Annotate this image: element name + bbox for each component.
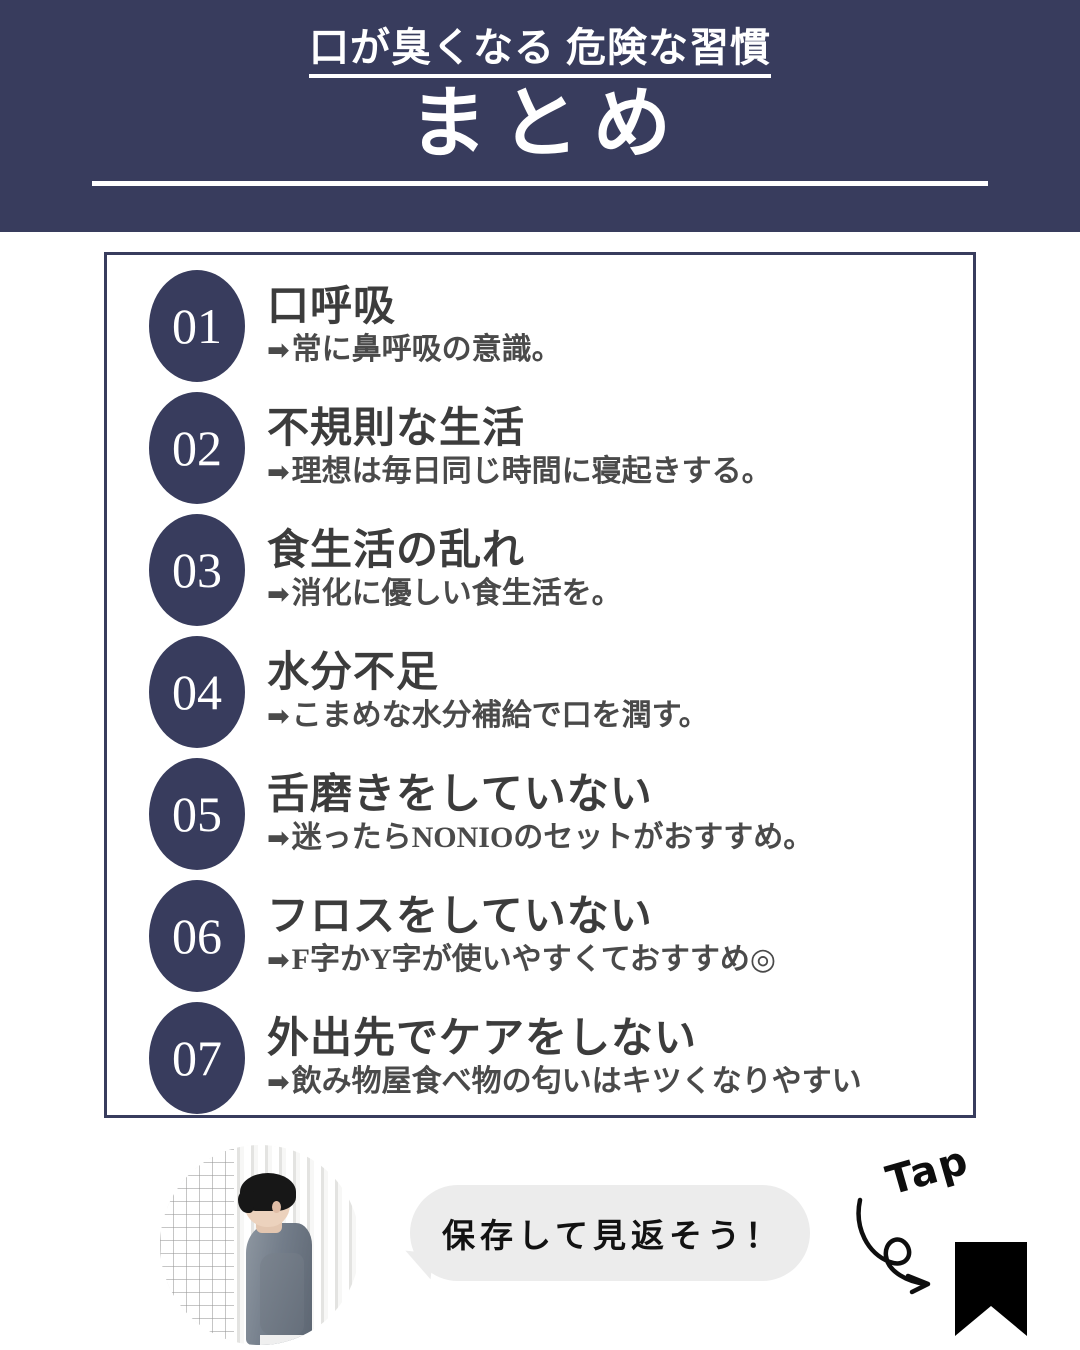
list-item: 01 口呼吸 ➡常に鼻呼吸の意識。 — [107, 265, 973, 387]
avatar-background-mesh — [160, 1145, 234, 1345]
item-title: 外出先でケアをしない — [267, 1016, 698, 1063]
item-title: 不規則な生活 — [267, 406, 526, 453]
habits-list-box: 01 口呼吸 ➡常に鼻呼吸の意識。 02 不規則な生活 ➡理想は毎日同じ時間に寝… — [104, 252, 976, 1118]
list-item: 02 不規則な生活 ➡理想は毎日同じ時間に寝起きする。 — [107, 387, 973, 509]
header-kicker-text: 口が臭くなる 危険な習慣 — [309, 25, 771, 78]
item-subtitle: ➡迷ったらNONIOのセットがおすすめ。 — [267, 821, 963, 856]
item-subtitle-text: F字かY字が使いやすくておすすめ◎ — [291, 943, 776, 977]
list-item: 05 舌磨きをしていない ➡迷ったらNONIOのセットがおすすめ。 — [107, 753, 973, 875]
header-divider — [92, 181, 988, 186]
avatar-legs — [260, 1335, 304, 1345]
item-number-badge: 07 — [149, 1002, 245, 1114]
item-subtitle-text: 飲み物屋食べ物の匂いはキツくなりやすい — [291, 1065, 862, 1099]
arrow-right-icon: ➡ — [267, 945, 290, 977]
item-number-badge: 02 — [149, 392, 245, 504]
avatar-arm — [260, 1253, 304, 1335]
item-title: 口呼吸 — [267, 284, 397, 331]
list-item: 04 水分不足 ➡こまめな水分補給で口を潤す。 — [107, 631, 973, 753]
item-subtitle-text: 消化に優しい食生活を。 — [291, 577, 622, 611]
page-title: まとめ — [408, 79, 685, 169]
arrow-right-icon: ➡ — [267, 1067, 290, 1099]
avatar — [160, 1145, 360, 1345]
item-subtitle: ➡F字かY字が使いやすくておすすめ◎ — [267, 943, 963, 978]
item-subtitle: ➡常に鼻呼吸の意識。 — [267, 333, 963, 368]
arrow-right-icon: ➡ — [267, 579, 290, 611]
item-number-badge: 06 — [149, 880, 245, 992]
item-title: 舌磨きをしていない — [267, 772, 653, 819]
list-item: 03 食生活の乱れ ➡消化に優しい食生活を。 — [107, 509, 973, 631]
item-text-group: 不規則な生活 ➡理想は毎日同じ時間に寝起きする。 — [267, 406, 963, 490]
item-number-badge: 05 — [149, 758, 245, 870]
item-subtitle-text: 常に鼻呼吸の意識。 — [291, 333, 562, 367]
list-item: 06 フロスをしていない ➡F字かY字が使いやすくておすすめ◎ — [107, 875, 973, 997]
header-kicker: 口が臭くなる 危険な習慣 — [0, 25, 1080, 78]
item-subtitle: ➡消化に優しい食生活を。 — [267, 577, 963, 612]
speech-bubble-text: 保存して見返そう！ — [441, 1216, 783, 1255]
item-text-group: 水分不足 ➡こまめな水分補給で口を潤す。 — [267, 650, 963, 734]
bookmark-icon[interactable] — [955, 1242, 1027, 1336]
item-number-badge: 01 — [149, 270, 245, 382]
list-item: 07 外出先でケアをしない ➡飲み物屋食べ物の匂いはキツくなりやすい — [107, 997, 973, 1119]
item-subtitle: ➡理想は毎日同じ時間に寝起きする。 — [267, 455, 963, 490]
item-text-group: 口呼吸 ➡常に鼻呼吸の意識。 — [267, 284, 963, 368]
avatar-hair-side — [238, 1191, 254, 1213]
item-title: 食生活の乱れ — [267, 528, 526, 575]
curved-arrow-icon — [856, 1197, 931, 1295]
arrow-right-icon: ➡ — [267, 701, 290, 733]
item-subtitle: ➡飲み物屋食べ物の匂いはキツくなりやすい — [267, 1065, 963, 1100]
arrow-right-icon: ➡ — [267, 823, 290, 855]
avatar-ear — [272, 1201, 281, 1213]
item-text-group: 食生活の乱れ ➡消化に優しい食生活を。 — [267, 528, 963, 612]
item-title: フロスをしていない — [267, 894, 653, 941]
item-title: 水分不足 — [267, 650, 440, 697]
speech-bubble: 保存して見返そう！ — [410, 1185, 810, 1281]
item-text-group: 舌磨きをしていない ➡迷ったらNONIOのセットがおすすめ。 — [267, 772, 963, 856]
habits-list: 01 口呼吸 ➡常に鼻呼吸の意識。 02 不規則な生活 ➡理想は毎日同じ時間に寝… — [107, 255, 973, 1115]
item-subtitle-text: 迷ったらNONIOのセットがおすすめ。 — [291, 821, 814, 855]
arrow-right-icon: ➡ — [267, 335, 290, 367]
arrow-right-icon: ➡ — [267, 457, 290, 489]
item-subtitle-text: こまめな水分補給で口を潤す。 — [291, 699, 709, 733]
item-number-badge: 03 — [149, 514, 245, 626]
item-text-group: フロスをしていない ➡F字かY字が使いやすくておすすめ◎ — [267, 894, 963, 978]
item-subtitle: ➡こまめな水分補給で口を潤す。 — [267, 699, 963, 734]
header-banner: 口が臭くなる 危険な習慣 まとめ — [0, 0, 1080, 232]
item-text-group: 外出先でケアをしない ➡飲み物屋食べ物の匂いはキツくなりやすい — [267, 1016, 963, 1100]
item-number-badge: 04 — [149, 636, 245, 748]
item-subtitle-text: 理想は毎日同じ時間に寝起きする。 — [291, 455, 772, 489]
